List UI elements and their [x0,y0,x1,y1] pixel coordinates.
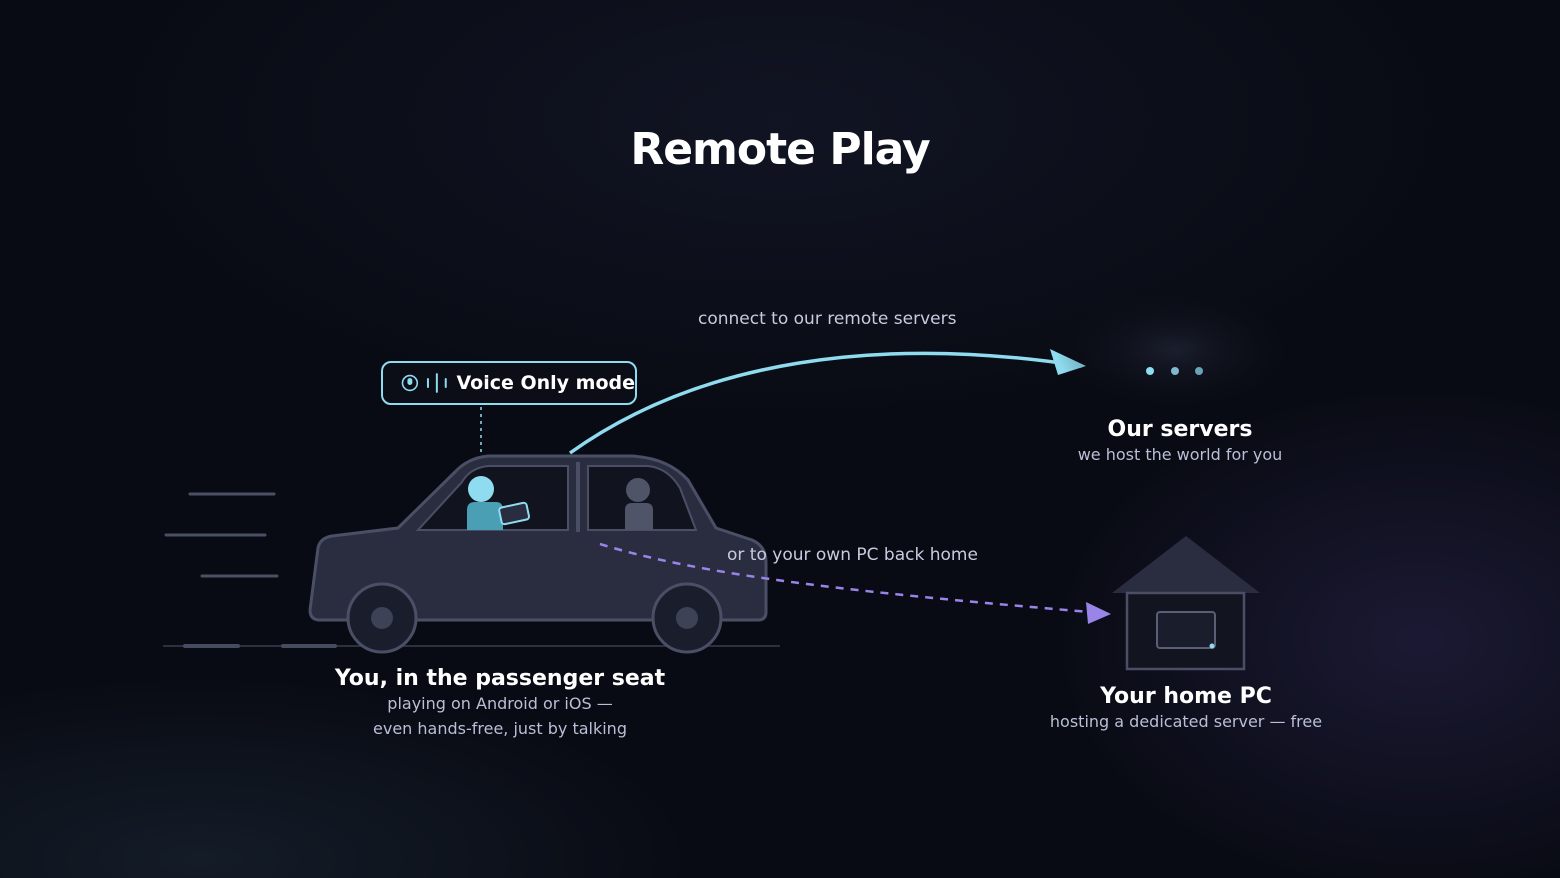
passenger-heading: You, in the passenger seat [334,666,666,691]
servers-caption: Our servers we host the world for you [1030,417,1330,467]
home-arrowhead [1086,602,1111,624]
voice-only-mode-badge[interactable]: Voice Only mode [381,361,637,405]
home-flow-label: or to your own PC back home [727,545,978,565]
driver-figure [625,478,653,530]
wheel [346,582,418,654]
cloud-dots-icon [1055,290,1295,410]
passenger-line-2: even hands-free, just by talking [373,719,627,738]
servers-flow-label: connect to our remote servers [698,309,957,329]
passenger-caption: You, in the passenger seat playing on An… [300,666,700,741]
microphone-icon [401,374,419,392]
car-icon [308,454,768,654]
home-pc-caption: Your home PC hosting a dedicated server … [1016,684,1356,734]
servers-arrow [568,351,1083,455]
home-arrow [599,542,1091,614]
servers-heading: Our servers [1107,417,1253,442]
house-icon [1112,536,1260,671]
monitor-icon [1156,611,1216,649]
page-title: Remote Play [630,124,930,175]
phone-icon [498,501,531,526]
servers-line: we host the world for you [1077,445,1283,464]
voice-only-mode-label: Voice Only mode [456,372,635,394]
passenger-line-1: playing on Android or iOS — [387,694,613,713]
wheel [651,582,723,654]
home-pc-heading: Your home PC [1100,684,1272,709]
audio-bars-icon [426,373,447,393]
speed-lines [164,492,279,578]
home-pc-line: hosting a dedicated server — free [1049,712,1323,731]
passenger-figure [467,476,531,530]
